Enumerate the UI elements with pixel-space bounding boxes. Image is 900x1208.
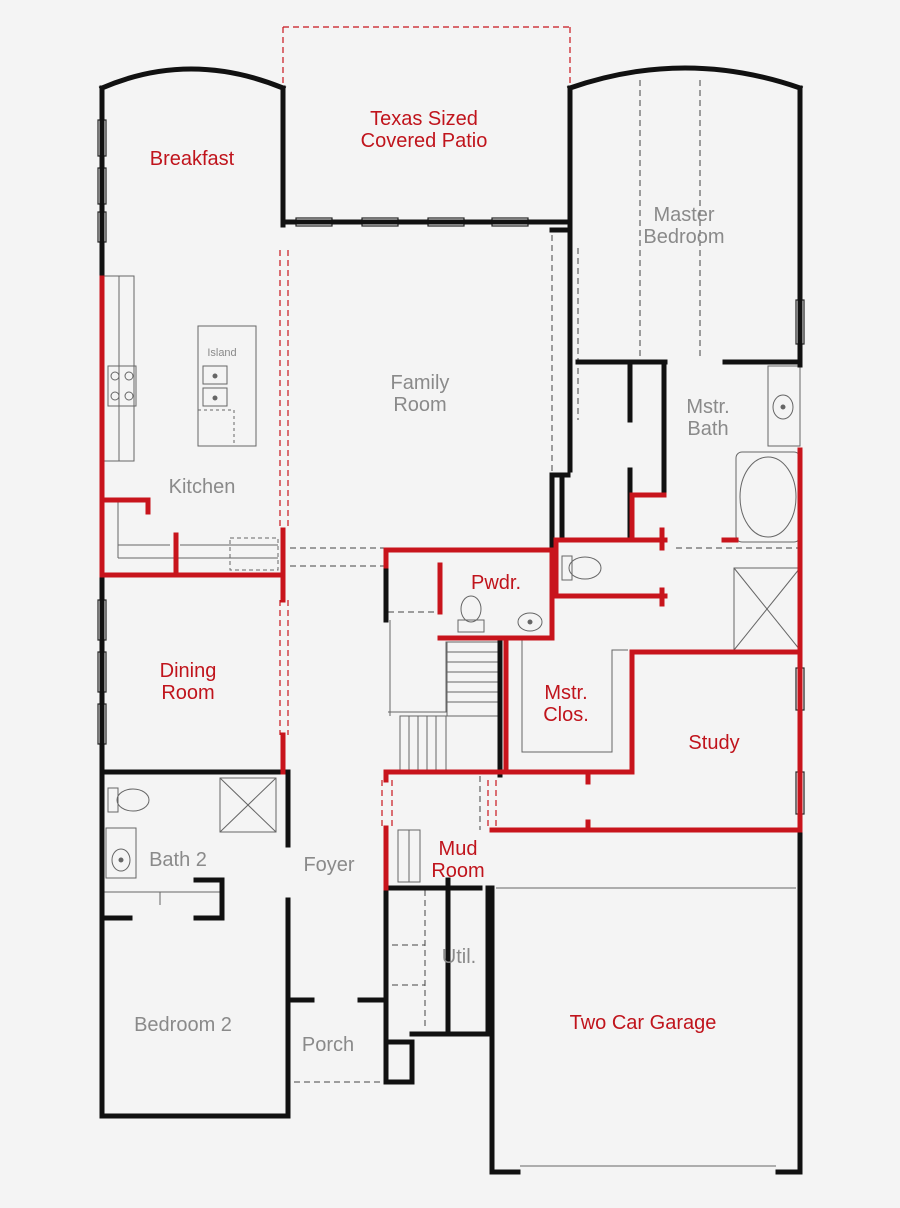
room-label-master-bath: Mstr. Bath (686, 396, 730, 441)
room-label-breakfast: Breakfast (149, 148, 235, 170)
room-label-family-room: Family Room (390, 372, 450, 417)
room-label-master-closet: Mstr. Clos. (543, 682, 589, 727)
room-label-porch: Porch (301, 1034, 355, 1056)
option-walls (99, 275, 803, 891)
room-label-kitchen: Kitchen (168, 476, 236, 498)
room-label-bath-2: Bath 2 (149, 849, 207, 871)
room-label-master-bedroom: Master Bedroom (643, 204, 725, 249)
room-label-study: Study (688, 732, 740, 754)
walls (98, 65, 804, 1175)
room-label-utility: Util. (441, 946, 477, 968)
room-label-bedroom-2: Bedroom 2 (134, 1014, 232, 1036)
room-label-garage: Two Car Garage (569, 1012, 717, 1034)
room-label-mud-room: Mud Room (431, 838, 485, 883)
red-dashed-openings (279, 26, 571, 830)
island-label: Island (207, 347, 237, 359)
room-label-covered-patio: Texas Sized Covered Patio (360, 108, 488, 153)
room-label-powder: Pwdr. (470, 572, 522, 594)
fixtures (103, 275, 801, 1167)
room-label-foyer: Foyer (303, 854, 355, 876)
room-label-dining-room: Dining Room (159, 660, 217, 705)
